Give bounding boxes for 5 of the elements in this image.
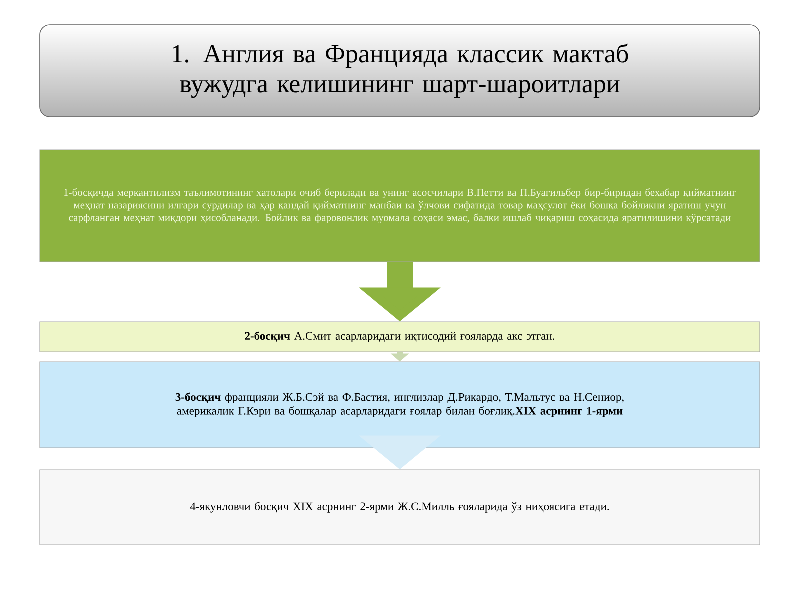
title-banner: 1. Англия ва Францияда классик мактаб вужудга келишининг шарт-шароитлари (40, 24, 760, 118)
stage-box: 2-босқич А.Смит асарларидаги иқтисодий ғояларда акс этган. (40, 322, 760, 352)
stage-box: 1-босқичда меркантилизм таълимотининг хатолари очиб берилади ва унинг асосчилари В.Петти ва П.Буагильбер бир-биридан бехабар қийматнинг меҳнат назариясини илгари сурдилар ва ҳар қандай қийматнинг манбаи ва ўлчови сифатида товар маҳсулот ёки бошқа бойликни яратиш учун сарфланган меҳнат миқдори ҳисобланади. Бойлик ва фаровонлик муомала соҳаси эмас, балки ишлаб чиқариш соҳасида яратилишини кўрсатади (40, 150, 760, 262)
stage-box: 4-якунловчи босқич XIX асрнинг 2-ярми Ж.С.Милль ғояларида ўз ниҳоясига етади. (40, 470, 760, 546)
stage-box: 3-босқич францияли Ж.Б.Сэй ва Ф.Бастия, инглизлар Д.Рикардо, Т.Мальтус ва Н.Сениор, америкалик Г.Кэри ва бошқалар асарларидаги ғоялар билан боғлиқ.XIX асрнинг 1-ярми (40, 362, 760, 448)
